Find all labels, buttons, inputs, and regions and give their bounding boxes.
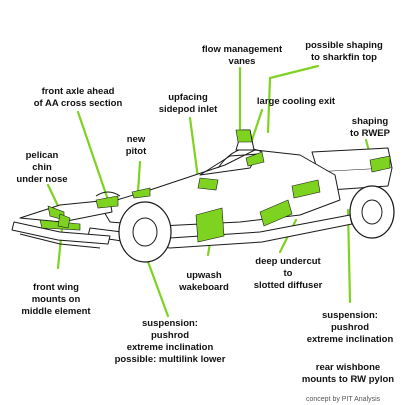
rear-wheel bbox=[349, 185, 395, 239]
label-front-wing-mounts: front wing mounts on middle element bbox=[21, 282, 91, 317]
label-possible-shaping-sharkfin: possible shaping to sharkfin top bbox=[305, 40, 383, 63]
front-far-wheel bbox=[95, 191, 121, 197]
label-pelican-chin: pelican chin under nose bbox=[16, 150, 68, 185]
label-suspension-front: suspension: pushrod extreme inclination … bbox=[114, 318, 226, 365]
credit-text: concept by PIT Analysis bbox=[306, 396, 381, 403]
label-rear-wishbone: rear wishbone mounts to RW pylon bbox=[301, 362, 395, 385]
label-deep-undercut: deep undercut to slotted diffuser bbox=[253, 256, 323, 291]
highlighted-features bbox=[39, 129, 391, 243]
label-shaping-rwep: shaping to RWEP bbox=[350, 116, 390, 139]
label-suspension-rear: suspension: pushrod extreme inclination bbox=[306, 310, 394, 345]
label-upwash-wakeboard: upwash wakeboard bbox=[179, 270, 229, 293]
leader-lines bbox=[46, 64, 374, 318]
front-wheel bbox=[118, 201, 172, 263]
label-flow-management-vanes: flow management vanes bbox=[201, 44, 283, 67]
label-upfacing-sidepod-inlet: upfacing sidepod inlet bbox=[158, 92, 218, 115]
label-large-cooling-exit: large cooling exit bbox=[256, 96, 336, 107]
label-new-pitot: new pitot bbox=[125, 134, 147, 157]
label-front-axle: front axle ahead of AA cross section bbox=[33, 86, 123, 109]
